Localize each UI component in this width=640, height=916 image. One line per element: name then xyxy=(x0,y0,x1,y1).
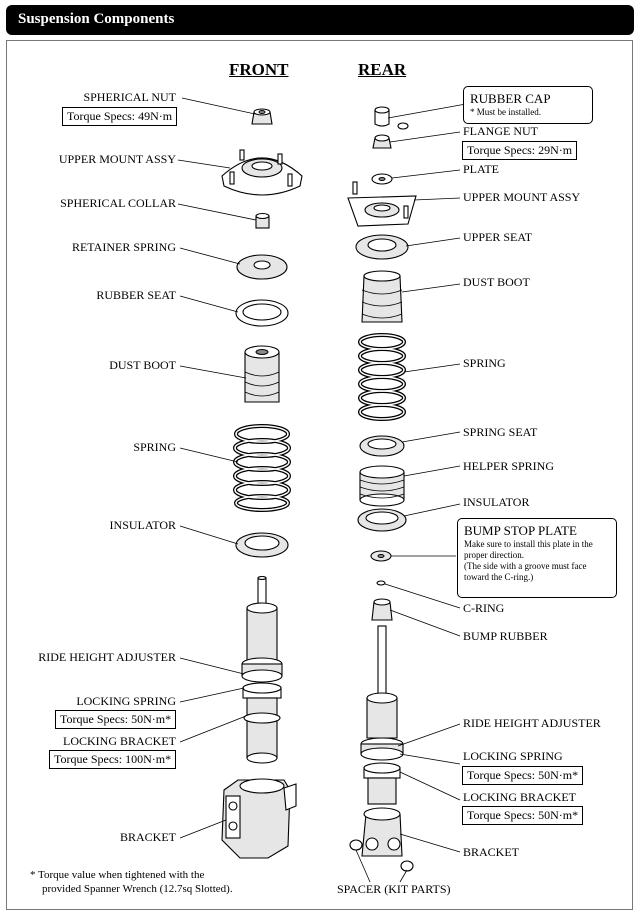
rear-rubber-cap-label: RUBBER CAP xyxy=(470,91,551,106)
rear-bump-rubber-label: BUMP RUBBER xyxy=(463,629,548,643)
rear-upper-seat-part xyxy=(355,234,409,260)
front-coil-spring-highlight xyxy=(234,425,290,511)
rear-bracket-part xyxy=(349,807,414,872)
front-insulator-label: INSULATOR xyxy=(109,518,176,532)
front-spherical-collar-label: SPHERICAL COLLAR xyxy=(60,196,176,210)
rear-c-ring-label: C-RING xyxy=(463,601,505,615)
rear-flange-nut-label: FLANGE NUT xyxy=(463,124,538,138)
front-spherical-nut-torque: Torque Specs: 49N·m xyxy=(62,107,178,126)
rear-bump-stop-note-line3: (The side with a groove must face xyxy=(464,561,587,571)
rear-helper-spring-label: HELPER SPRING xyxy=(463,459,555,473)
rear-spring-label: SPRING xyxy=(463,356,506,370)
rear-locking-spring-torque: Torque Specs: 50N·m* xyxy=(462,766,584,785)
page-title: Suspension Components xyxy=(18,11,175,27)
front-dust-boot-part xyxy=(244,345,280,403)
front-bracket-part xyxy=(221,778,297,859)
rear-insulator-label: INSULATOR xyxy=(463,495,530,509)
rear-locking-bracket-torque: Torque Specs: 50N·m* xyxy=(462,806,584,825)
front-dust-boot-label: DUST BOOT xyxy=(109,358,176,372)
rear-bump-rubber-part xyxy=(371,598,393,621)
rear-plate-label: PLATE xyxy=(463,162,499,176)
footnote-line2: provided Spanner Wrench (12.7sq Slotted)… xyxy=(42,883,233,895)
front-retainer-spring-part xyxy=(236,254,288,280)
front-spherical-nut-part xyxy=(251,108,273,125)
front-spring-label: SPRING xyxy=(133,440,176,454)
torque-footnote: * Torque value when tightened with the p… xyxy=(30,868,233,896)
rear-heading: REAR xyxy=(358,60,407,79)
front-retainer-spring-label: RETAINER SPRING xyxy=(71,240,176,254)
front-rubber-seat-label: RUBBER SEAT xyxy=(96,288,176,302)
rear-bump-stop-note-line4: toward the C-ring.) xyxy=(464,572,534,582)
front-bracket-label: BRACKET xyxy=(119,830,176,844)
front-locking-spring-label: LOCKING SPRING xyxy=(76,694,176,708)
rear-locking-bracket-label: LOCKING BRACKET xyxy=(463,790,576,804)
rear-insulator-part xyxy=(357,508,407,532)
diagram-frame xyxy=(6,40,633,910)
rear-helper-spring-part xyxy=(359,465,405,507)
rear-damper-part xyxy=(360,625,404,805)
front-rubber-seat-part xyxy=(235,299,289,327)
rear-dust-boot-label: DUST BOOT xyxy=(463,275,530,289)
rear-upper-mount-label: UPPER MOUNT ASSY xyxy=(463,190,581,204)
leader-lines xyxy=(177,97,467,883)
rear-c-ring-part xyxy=(376,580,386,586)
front-spherical-collar-part xyxy=(255,212,270,229)
front-locking-spring-torque: Torque Specs: 50N·m* xyxy=(55,710,177,729)
rear-spring-seat-part xyxy=(359,435,405,457)
rear-coil-spring-highlight xyxy=(359,334,405,420)
rear-upper-mount-part xyxy=(347,181,417,227)
front-damper-part xyxy=(241,575,283,764)
front-ride-height-label: RIDE HEIGHT ADJUSTER xyxy=(38,650,176,664)
rear-bracket-label: BRACKET xyxy=(463,845,520,859)
front-locking-bracket-label: LOCKING BRACKET xyxy=(63,734,176,748)
bump-stop-plate-callout: BUMP STOP PLATE Make sure to install thi… xyxy=(457,518,617,598)
rear-rubber-cap-part xyxy=(374,106,409,130)
rear-bump-stop-note-line1: Make sure to install this plate in the xyxy=(464,539,593,549)
footnote-line1: * Torque value when tightened with the xyxy=(30,869,205,881)
rear-plate-part xyxy=(371,173,393,185)
rear-rubber-cap-note: * Must be installed. xyxy=(470,107,541,117)
rear-flange-nut-torque: Torque Specs: 29N·m xyxy=(462,141,578,160)
rear-ride-height-label: RIDE HEIGHT ADJUSTER xyxy=(463,716,601,730)
rear-bump-stop-plate-part xyxy=(370,550,392,562)
rear-locking-spring-label: LOCKING SPRING xyxy=(463,749,563,763)
rear-spacer-label: SPACER (KIT PARTS) xyxy=(337,882,451,896)
rear-upper-seat-label: UPPER SEAT xyxy=(463,230,533,244)
rear-bump-stop-plate-label: BUMP STOP PLATE xyxy=(464,523,577,538)
front-upper-mount-part xyxy=(221,149,303,196)
front-upper-mount-label: UPPER MOUNT ASSY xyxy=(58,152,176,166)
rear-dust-boot-part xyxy=(361,270,403,323)
front-insulator-part xyxy=(235,532,289,558)
front-locking-bracket-torque: Torque Specs: 100N·m* xyxy=(49,750,177,769)
front-spherical-nut-label: SPHERICAL NUT xyxy=(83,90,176,104)
rear-spring-seat-label: SPRING SEAT xyxy=(463,425,538,439)
rubber-cap-callout: RUBBER CAP * Must be installed. xyxy=(463,86,593,124)
rear-bump-stop-note-line2: proper direction. xyxy=(464,550,524,560)
title-bar: Suspension Components xyxy=(6,5,634,35)
rear-flange-nut-part xyxy=(372,134,392,149)
front-heading: FRONT xyxy=(229,60,289,79)
